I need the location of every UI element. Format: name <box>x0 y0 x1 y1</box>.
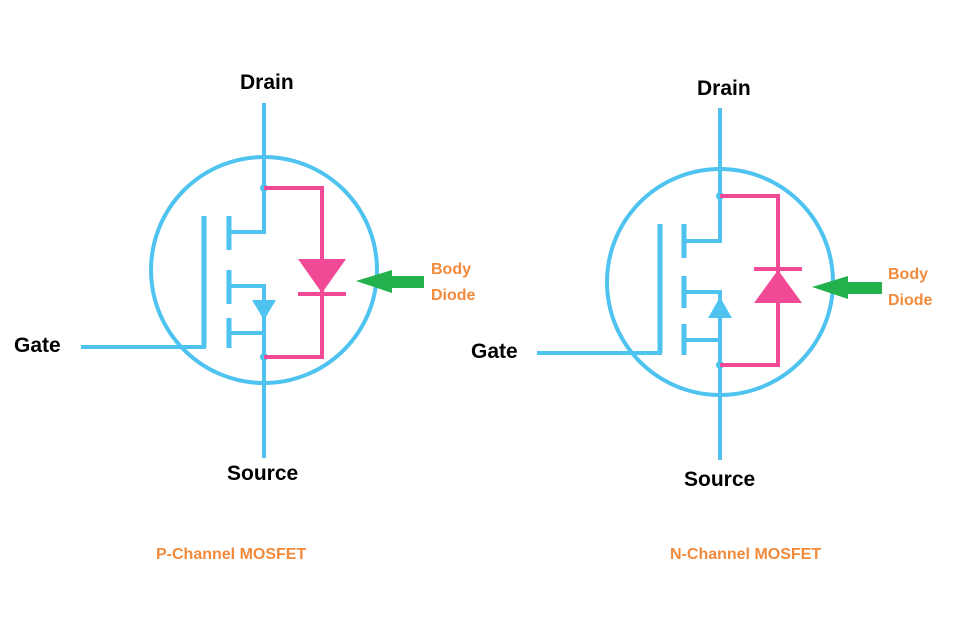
n-channel-drain-label: Drain <box>697 77 751 100</box>
n-channel-body-diode-arrow <box>812 276 882 299</box>
p-channel-body-diode-label-line2: Diode <box>431 287 476 304</box>
n-channel-arrow <box>708 297 732 318</box>
p-channel-body-diode-label: Body Diode <box>431 257 475 309</box>
p-channel-symbol <box>81 103 424 458</box>
n-channel-body-diode-label: Body Diode <box>888 262 932 314</box>
p-channel-caption: P-Channel MOSFET <box>156 546 307 563</box>
n-channel-body-diode-label-line2: Diode <box>888 292 933 309</box>
n-channel-symbol <box>537 108 882 460</box>
n-channel-gate-label: Gate <box>471 340 518 363</box>
n-channel-source-label: Source <box>684 468 756 491</box>
p-channel-drain-label: Drain <box>240 71 294 94</box>
p-channel-diode-triangle <box>298 259 346 293</box>
p-channel-gate-label: Gate <box>14 334 61 357</box>
p-channel-body-diode-label-line1: Body <box>431 261 471 278</box>
n-channel-diode-triangle <box>754 270 802 303</box>
n-channel-caption: N-Channel MOSFET <box>670 546 822 563</box>
p-channel-source-label: Source <box>227 462 299 485</box>
p-channel-arrow <box>252 300 276 320</box>
n-channel-diode-loop <box>720 194 780 367</box>
p-channel-body-diode-arrow <box>356 270 424 293</box>
n-channel-body-diode-label-line1: Body <box>888 266 928 283</box>
